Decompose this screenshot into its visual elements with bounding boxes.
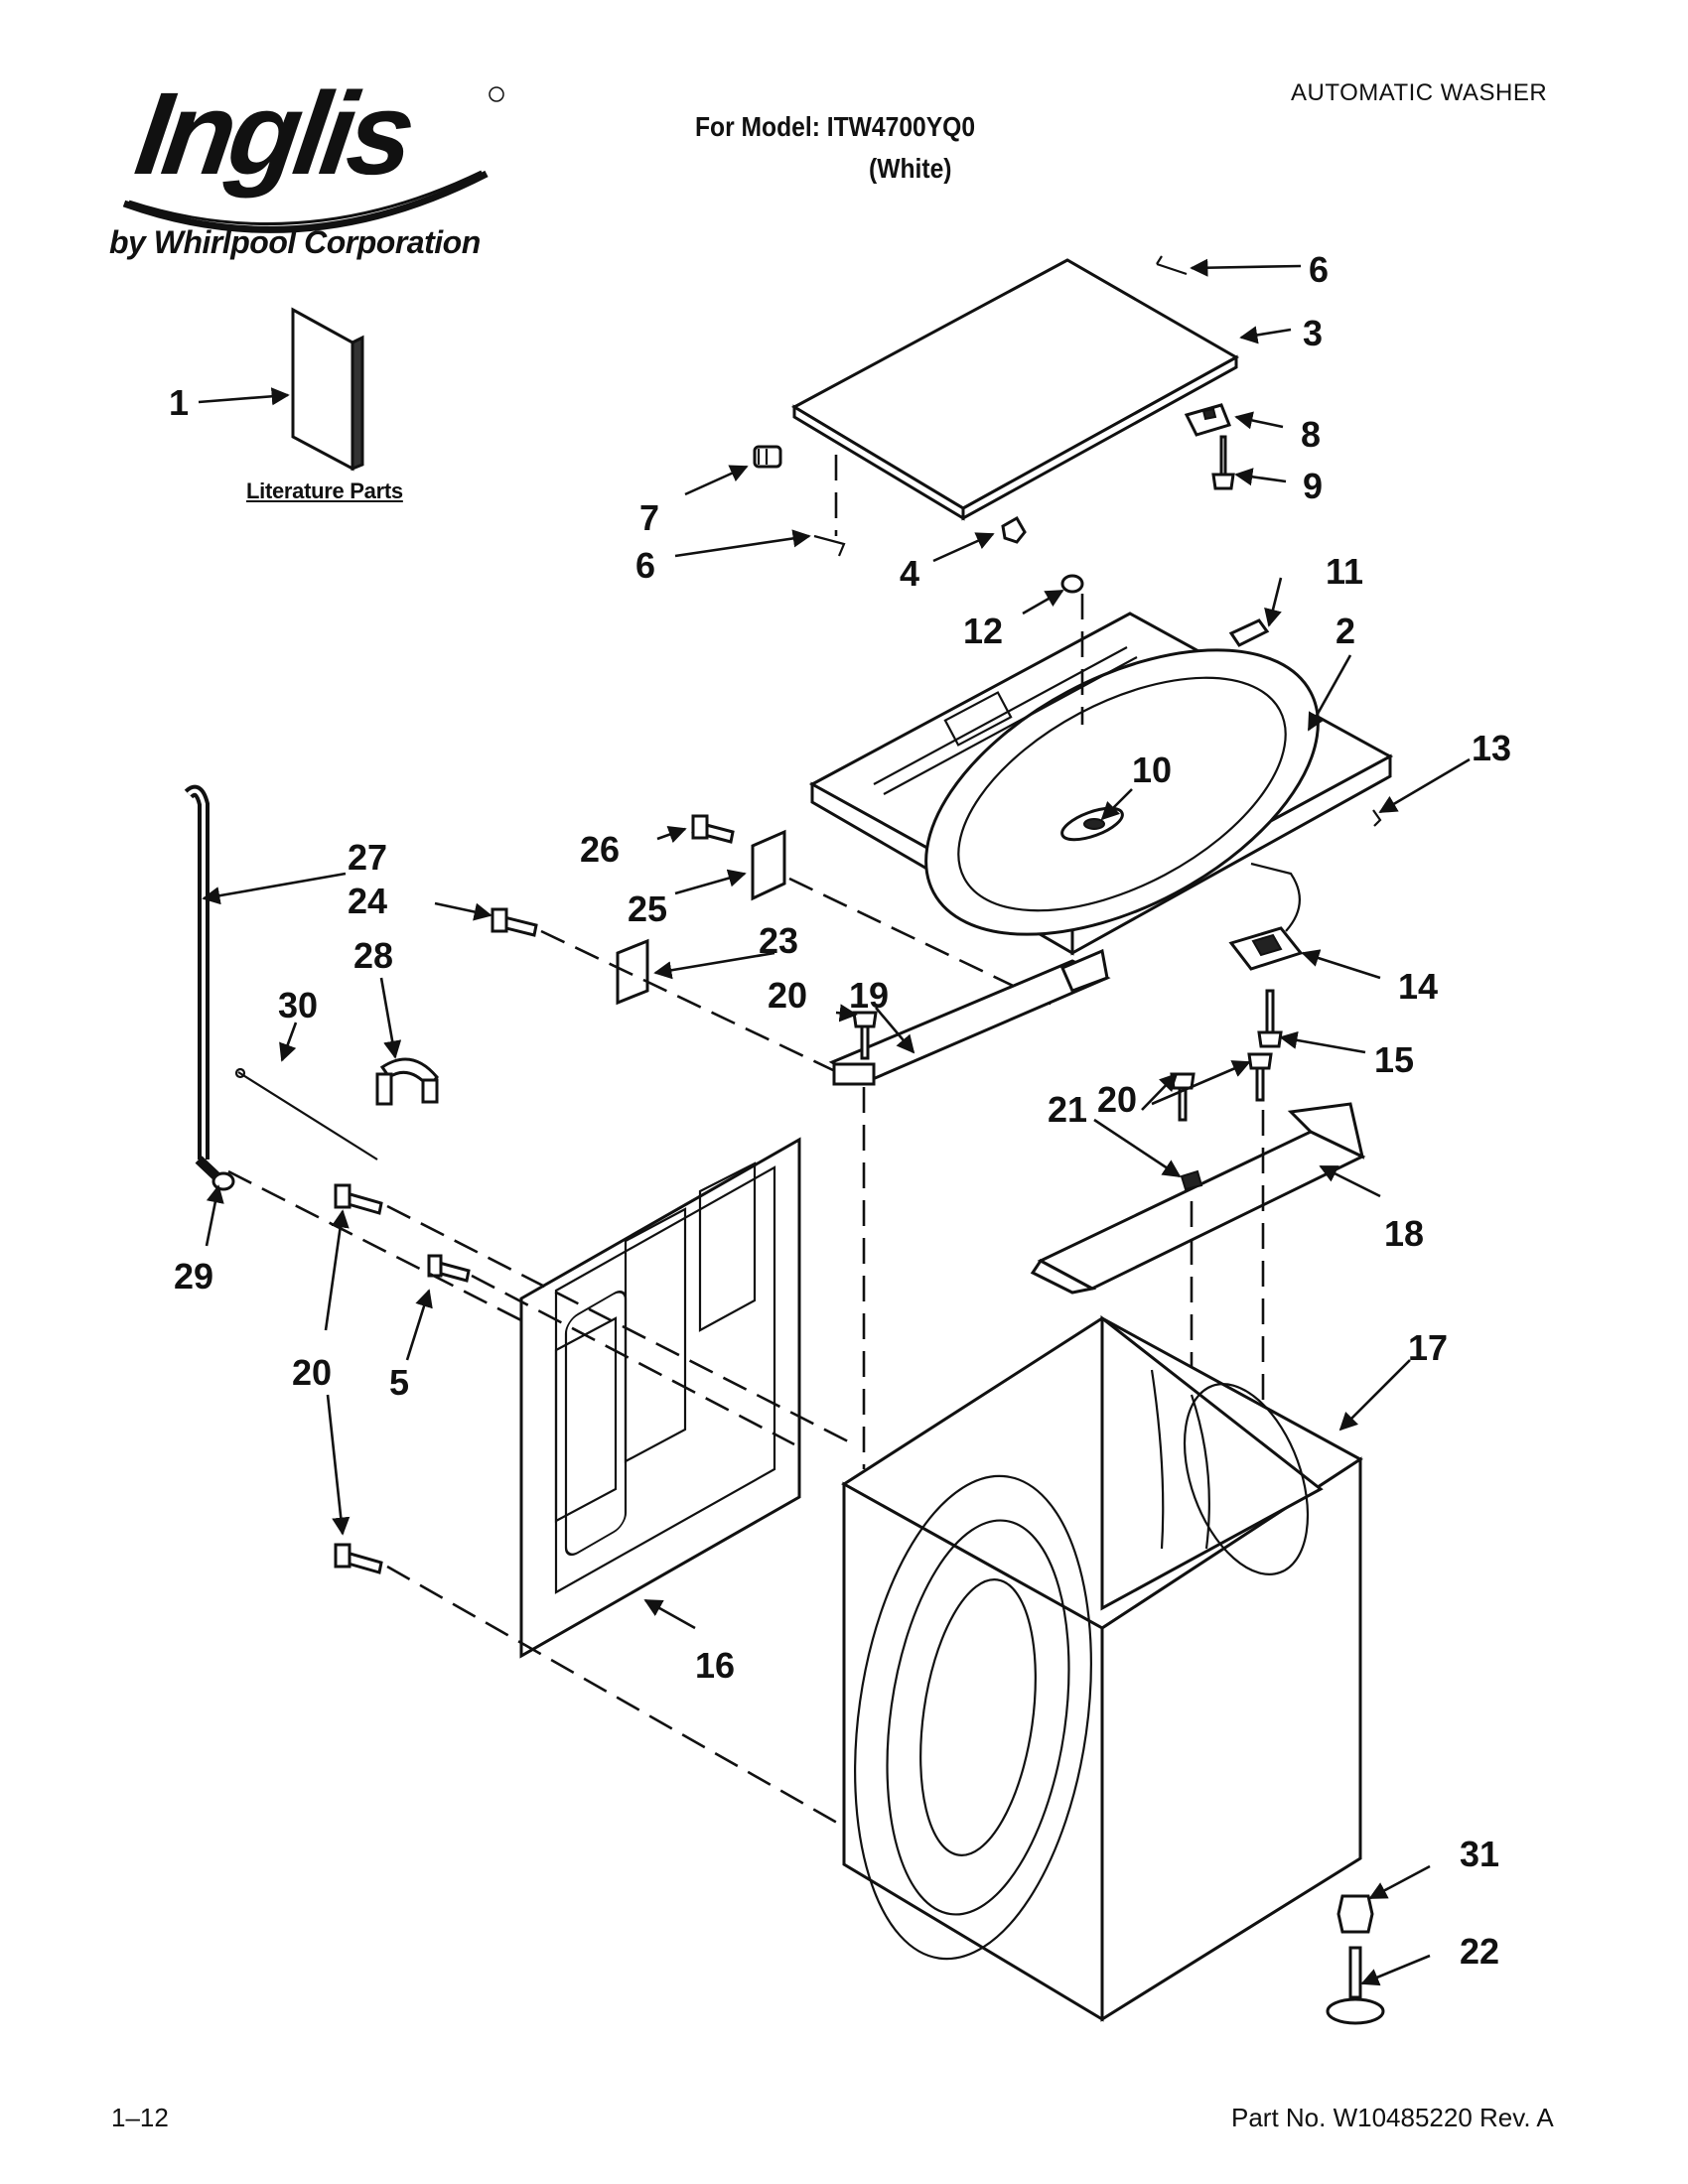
callout-20-rail: 20 [768,975,807,1016]
literature-booklet [291,307,364,472]
top-cover [808,612,1394,956]
callout-6-bottom: 6 [635,545,655,586]
rear-bracket [616,938,649,1006]
callout-5: 5 [389,1362,409,1403]
hinge-pin-bottom [813,534,846,557]
rear-panel [519,1137,801,1659]
callout-15: 15 [1374,1039,1414,1080]
bracket-screw-26 [691,814,735,844]
callout-24: 24 [348,881,387,921]
callout-28: 28 [353,935,393,976]
callout-22: 22 [1460,1931,1499,1972]
lid-hinge [1184,403,1232,437]
callout-18: 18 [1384,1213,1424,1254]
leader-lines [198,258,1471,1986]
callout-29: 29 [174,1256,213,1297]
clip-21 [1180,1169,1203,1191]
rear-screw-24 [491,907,538,937]
front-rail-screws [1170,1052,1273,1122]
hose-guide [375,1057,439,1106]
callout-13: 13 [1472,728,1511,768]
callout-12: 12 [963,611,1003,651]
callout-8: 8 [1301,414,1321,455]
callout-3: 3 [1303,313,1323,353]
callout-20-front: 20 [1097,1079,1137,1120]
leveling-leg [1326,1946,1385,2025]
hinge-bracket [751,829,786,901]
callout-14: 14 [1398,966,1438,1007]
callout-19: 19 [849,975,889,1016]
lid-foot [1001,515,1027,544]
callout-16: 16 [695,1645,735,1686]
callout-4: 4 [900,553,919,594]
lid-strike [1228,618,1270,647]
callout-1: 1 [169,382,189,423]
callout-17: 17 [1408,1327,1448,1368]
leveling-nut [1336,1894,1374,1934]
callout-2: 2 [1336,611,1355,651]
model-color: (White) [869,153,952,184]
callout-23: 23 [759,920,798,961]
rear-panel-screw-bottom [334,1543,383,1574]
callout-9: 9 [1303,466,1323,506]
brand-subtitle: by Whirlpool Corporation [109,224,481,260]
hinge-screw [1211,435,1235,490]
callout-25: 25 [628,888,667,929]
callout-21: 21 [1048,1089,1087,1130]
callout-31: 31 [1460,1834,1499,1874]
drain-hose [184,784,220,1180]
hinge-pin-top [1156,255,1188,276]
callout-6-top: 6 [1309,249,1329,290]
tie-strap [234,1067,378,1160]
model-number: For Model: ITW4700YQ0 [695,111,976,142]
callout-20-rear: 20 [292,1352,332,1393]
literature-parts-label: Literature Parts [246,478,403,503]
front-rail [1030,1102,1366,1295]
callout-numbers: 1 2 3 4 5 6 6 7 8 9 10 11 12 13 14 15 16… [169,249,1511,1972]
callout-7: 7 [639,497,659,538]
rear-panel-screw-top [334,1183,383,1215]
callout-10: 10 [1132,750,1172,790]
brand-logo: Inglis [104,55,521,263]
part-number: Part No. W10485220 Rev. A [1231,2103,1554,2132]
lid-switch [1228,862,1304,971]
clip [1372,809,1382,827]
washer-lid [790,258,1240,521]
lid-bumper [753,445,782,469]
svg-text:Inglis: Inglis [128,69,419,200]
hose-clamp [211,1171,235,1191]
callout-30: 30 [278,985,318,1025]
callout-26: 26 [580,829,620,870]
grommet [1060,574,1084,594]
callout-27: 27 [348,837,387,878]
page-number: 1–12 [111,2103,169,2132]
switch-screw [1257,989,1283,1048]
document-type: AUTOMATIC WASHER [1291,79,1548,106]
cabinet [841,1314,1363,2022]
callout-11: 11 [1326,551,1363,592]
